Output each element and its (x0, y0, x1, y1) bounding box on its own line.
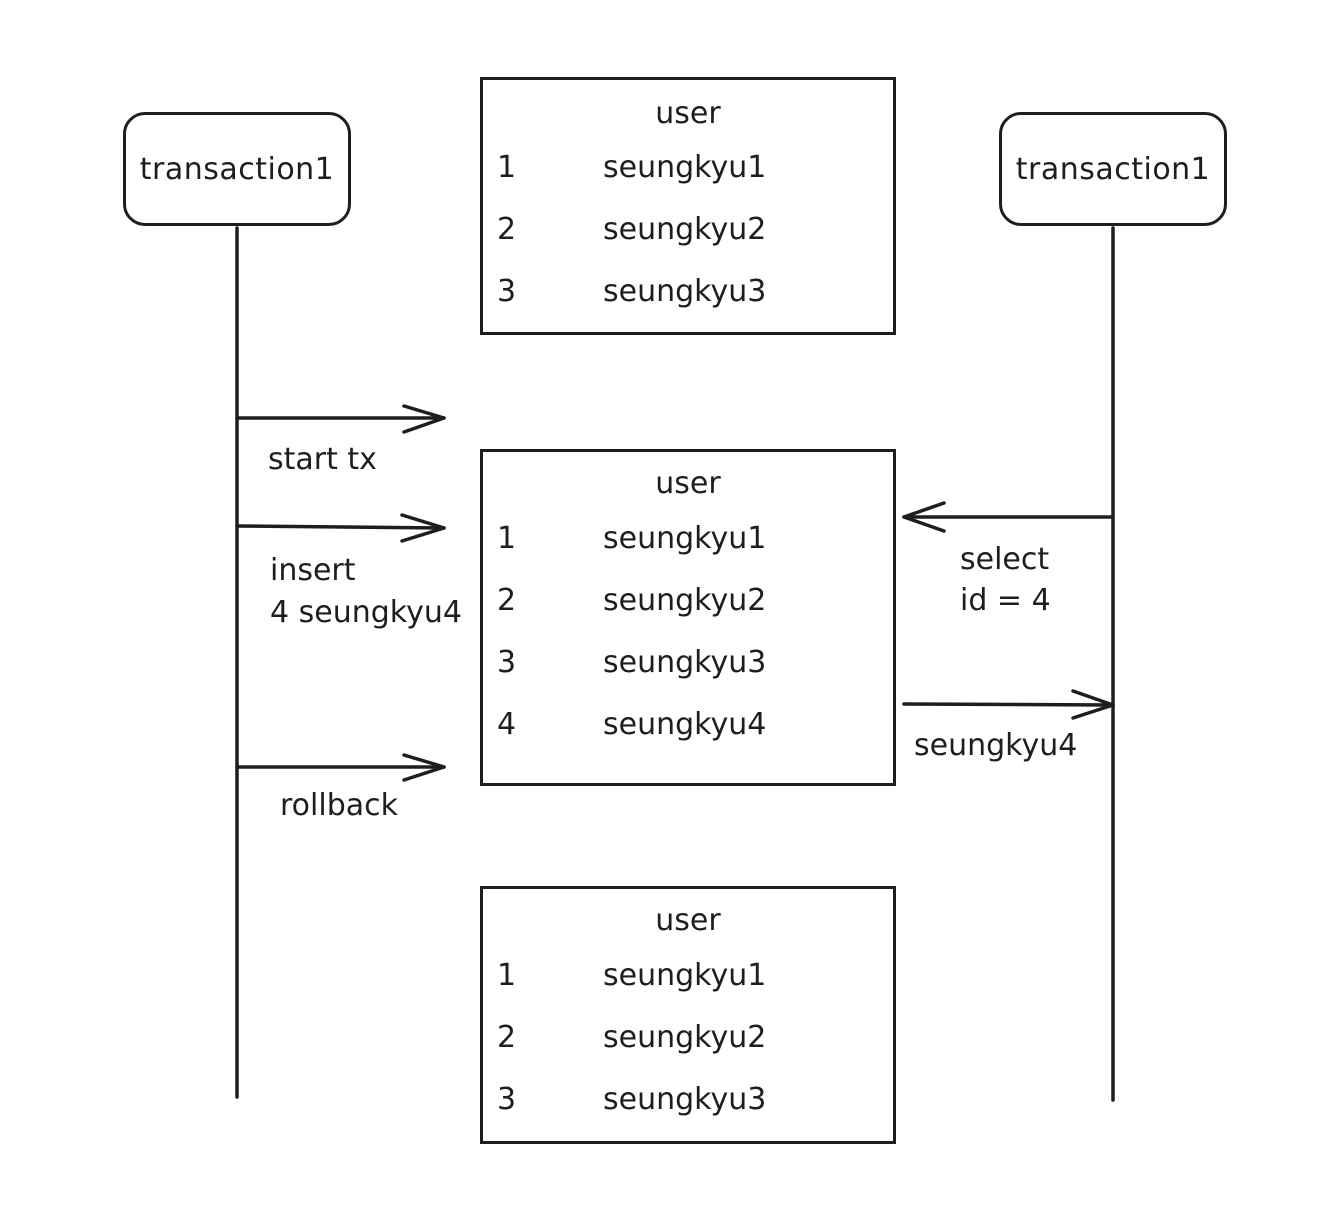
actor-label: transaction1 (1015, 151, 1211, 187)
table-cell-id: 1 (497, 521, 517, 556)
table-cell-id: 2 (497, 583, 517, 618)
user-table-during-tx: user 1 seungkyu1 2 seungkyu2 3 seungkyu3… (480, 449, 896, 786)
table-cell-name: seungkyu2 (603, 583, 767, 618)
table-cell-name: seungkyu2 (603, 212, 767, 247)
message-select-line1: select (960, 542, 1050, 577)
table-cell-name: seungkyu3 (603, 274, 767, 309)
actor-label: transaction1 (139, 151, 335, 187)
start-tx-arrow (235, 404, 446, 434)
table-cell-name: seungkyu3 (603, 645, 767, 680)
table-cell-name: seungkyu2 (603, 1020, 767, 1055)
table-cell-id: 2 (497, 1020, 517, 1055)
table-cell-name: seungkyu1 (603, 521, 767, 556)
actor-transaction-right: transaction1 (999, 112, 1227, 226)
table-title: user (655, 903, 721, 938)
table-cell-id: 3 (497, 1082, 517, 1117)
table-cell-id: 1 (497, 958, 517, 993)
table-cell-id: 2 (497, 212, 517, 247)
message-insert-line1: insert (270, 553, 356, 588)
table-cell-id: 3 (497, 645, 517, 680)
table-cell-id: 1 (497, 150, 517, 185)
table-cell-id: 3 (497, 274, 517, 309)
table-cell-name: seungkyu1 (603, 958, 767, 993)
result-arrow (902, 689, 1115, 720)
insert-arrow (235, 513, 446, 543)
actor-transaction-left: transaction1 (123, 112, 351, 226)
rollback-arrow (235, 753, 446, 782)
message-start-tx: start tx (268, 442, 377, 477)
message-select-line2: id = 4 (960, 583, 1051, 618)
table-title: user (655, 466, 721, 501)
table-cell-name: seungkyu4 (603, 707, 767, 742)
table-cell-name: seungkyu3 (603, 1082, 767, 1117)
table-title: user (655, 96, 721, 131)
table-cell-id: 4 (497, 707, 517, 742)
user-table-after-rollback: user 1 seungkyu1 2 seungkyu2 3 seungkyu3 (480, 886, 896, 1144)
message-result: seungkyu4 (914, 728, 1078, 763)
select-arrow (902, 501, 1115, 533)
message-insert-line2: 4 seungkyu4 (270, 595, 462, 630)
user-table-initial: user 1 seungkyu1 2 seungkyu2 3 seungkyu3 (480, 77, 896, 335)
table-cell-name: seungkyu1 (603, 150, 767, 185)
message-rollback: rollback (280, 788, 398, 823)
